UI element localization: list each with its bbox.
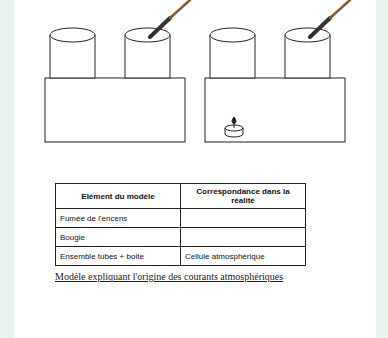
table-row: Elément du modèle Correspondance dans la … xyxy=(56,184,306,209)
table-text: Fumée de l'encens xyxy=(60,214,127,223)
table-cell xyxy=(181,228,306,247)
correspondence-table: Elément du modèle Correspondance dans la … xyxy=(55,183,306,266)
table-cell: Fumée de l'encens xyxy=(56,209,181,228)
table-cell: Bougie xyxy=(56,228,181,247)
caption: Modèle expliquant l'origine des courants… xyxy=(55,271,283,282)
table-cell: Ensemble tubes + boite xyxy=(56,247,181,266)
table-text: Cellule atmosphérique xyxy=(185,252,265,261)
table-header: Correspondance dans la réalité xyxy=(196,187,289,205)
table-text: Ensemble tubes + boite xyxy=(60,252,144,261)
table-row: Fumée de l'encens xyxy=(56,209,306,228)
table-row: Ensemble tubes + boite Cellule atmosphéri… xyxy=(56,247,306,266)
table-cell: Correspondance dans la réalité xyxy=(181,184,306,209)
table-cell: Elément du modèle xyxy=(56,184,181,209)
table-cell xyxy=(181,209,306,228)
table-header: Elément du modèle xyxy=(81,192,154,201)
table-row: Bougie xyxy=(56,228,306,247)
table-cell: Cellule atmosphérique xyxy=(181,247,306,266)
table-text: Bougie xyxy=(60,233,85,242)
